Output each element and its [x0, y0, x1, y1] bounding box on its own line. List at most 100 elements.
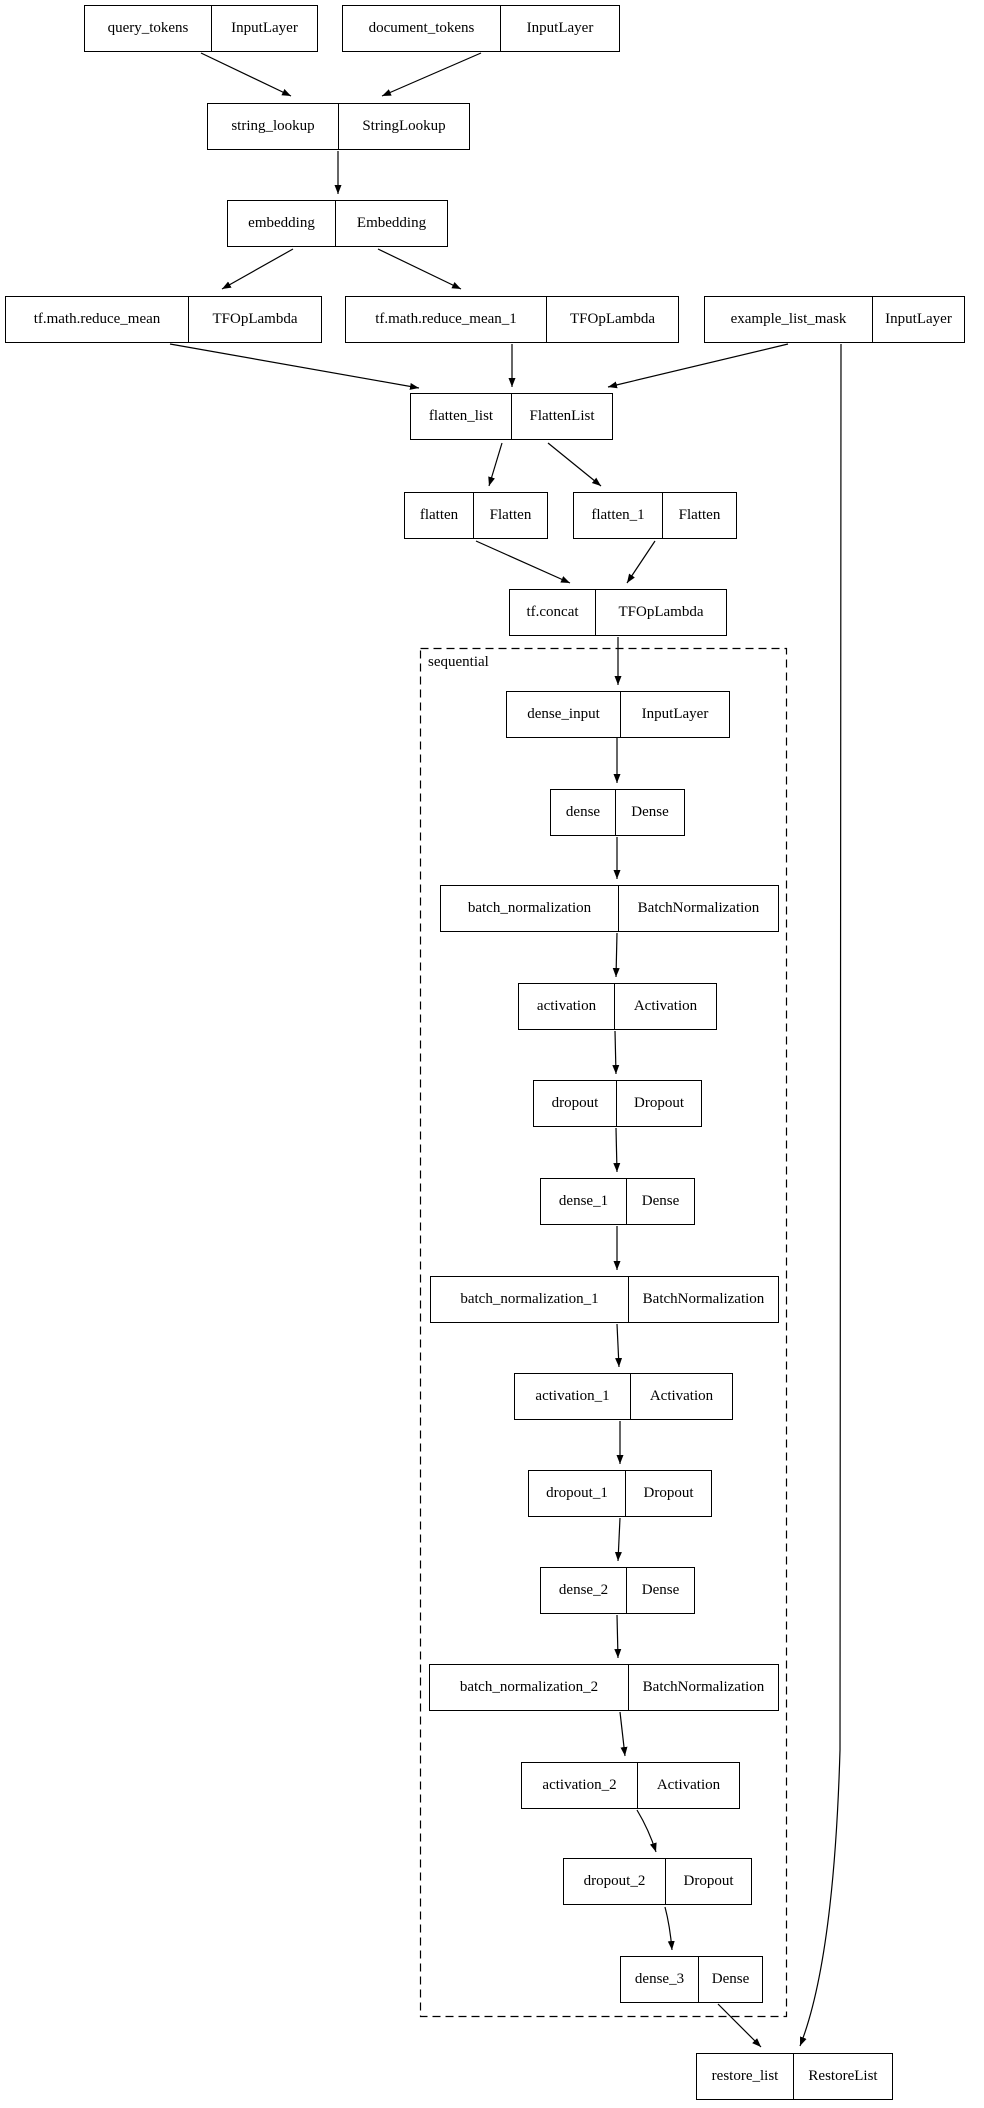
node-type: Activation	[633, 998, 698, 1014]
edge-flatten_list-flatten_1	[547, 442, 602, 487]
edge-flatten-tf.concat	[475, 540, 571, 584]
node-document_tokens: document_tokens InputLayer	[342, 5, 620, 52]
node-type: Dropout	[634, 1095, 684, 1111]
node-batch_normalization_1: batch_normalization_1 BatchNormalization	[430, 1276, 779, 1323]
edge-activation-dropout	[612, 1030, 620, 1075]
node-type: InputLayer	[526, 20, 594, 36]
edge-batch_normalization_1-activation_1	[615, 1323, 623, 1368]
node-type: StringLookup	[362, 118, 446, 134]
node-label: query_tokens	[85, 6, 212, 51]
node-label: flatten	[405, 493, 474, 538]
node-type: TFOpLambda	[618, 604, 704, 620]
node-dense_2: dense_2 Dense	[540, 1567, 695, 1614]
node-type: InputLayer	[641, 706, 709, 722]
node-embedding: embedding Embedding	[227, 200, 448, 247]
edge-dropout_1-dense_2	[614, 1517, 622, 1562]
node-label: batch_normalization_2	[430, 1665, 629, 1710]
node-label: dense	[551, 790, 616, 835]
node-label: dense_3	[621, 1957, 699, 2002]
node-type: Dense	[711, 1971, 750, 1987]
edge-flatten_1-tf.concat	[626, 540, 656, 584]
node-type: RestoreList	[808, 2068, 878, 2084]
node-label: batch_normalization_1	[431, 1277, 629, 1322]
node-type: FlattenList	[529, 408, 595, 424]
node-type: Flatten	[678, 507, 721, 523]
node-flatten_list: flatten_list FlattenList	[410, 393, 613, 440]
sequential-cluster-label: sequential	[428, 654, 489, 670]
node-activation_2: activation_2 Activation	[521, 1762, 740, 1809]
node-tf.math.reduce_mean_1: tf.math.reduce_mean_1 TFOpLambda	[345, 296, 679, 343]
edge-dense_3-restore_list	[717, 2003, 762, 2048]
node-type: Activation	[656, 1777, 721, 1793]
node-string_lookup: string_lookup StringLookup	[207, 103, 470, 150]
node-batch_normalization: batch_normalization BatchNormalization	[440, 885, 779, 932]
edge-batch_normalization_2-activation_2	[619, 1711, 628, 1757]
node-dropout: dropout Dropout	[533, 1080, 702, 1127]
node-dense_input: dense_input InputLayer	[506, 691, 730, 738]
node-dropout_1: dropout_1 Dropout	[528, 1470, 712, 1517]
node-flatten: flatten Flatten	[404, 492, 548, 539]
node-restore_list: restore_list RestoreList	[696, 2053, 893, 2100]
node-tf.concat: tf.concat TFOpLambda	[509, 589, 727, 636]
node-dense_3: dense_3 Dense	[620, 1956, 763, 2003]
node-label: embedding	[228, 201, 336, 246]
node-type: Embedding	[356, 215, 427, 231]
node-type: Activation	[649, 1388, 714, 1404]
node-label: dropout_1	[529, 1471, 626, 1516]
edge-dropout_2-dense_3	[664, 1906, 675, 1951]
node-type: Dense	[631, 804, 669, 820]
node-type: TFOpLambda	[570, 311, 655, 327]
node-label: dropout_2	[564, 1859, 666, 1904]
edge-dropout-dense_1	[613, 1127, 621, 1173]
node-dense_1: dense_1 Dense	[540, 1178, 695, 1225]
node-type: BatchNormalization	[642, 1679, 765, 1695]
node-label: tf.concat	[510, 590, 596, 635]
node-type: Dropout	[643, 1485, 694, 1501]
node-activation_1: activation_1 Activation	[514, 1373, 733, 1420]
node-label: activation_1	[515, 1374, 631, 1419]
node-activation: activation Activation	[518, 983, 717, 1030]
node-type: Dense	[641, 1582, 680, 1598]
node-label: flatten_1	[574, 493, 663, 538]
node-label: dense_1	[541, 1179, 627, 1224]
node-type: Dropout	[683, 1873, 734, 1889]
node-type: Dense	[641, 1193, 680, 1209]
node-example_list_mask: example_list_mask InputLayer	[704, 296, 965, 343]
node-label: dropout	[534, 1081, 617, 1126]
node-label: tf.math.reduce_mean	[6, 297, 189, 342]
node-type: TFOpLambda	[212, 311, 298, 327]
node-type: InputLayer	[231, 20, 298, 36]
edge-batch_normalization-activation	[612, 932, 620, 978]
node-label: dense_input	[507, 692, 621, 737]
node-type: InputLayer	[885, 311, 952, 327]
node-label: activation	[519, 984, 615, 1029]
node-dense: dense Dense	[550, 789, 685, 836]
edge-query_tokens-string_lookup	[200, 52, 292, 97]
node-label: example_list_mask	[705, 297, 873, 342]
edge-document_tokens-string_lookup	[381, 52, 482, 97]
node-label: restore_list	[697, 2054, 794, 2099]
node-label: string_lookup	[208, 104, 339, 149]
node-type: BatchNormalization	[642, 1291, 765, 1307]
node-label: activation_2	[522, 1763, 638, 1808]
edge-embedding-reduce_mean_1	[377, 248, 462, 290]
edge-example_list_mask-restore_list	[799, 343, 842, 2047]
node-batch_normalization_2: batch_normalization_2 BatchNormalization	[429, 1664, 779, 1711]
edge-activation_2-dropout_2	[636, 1809, 657, 1853]
node-type: Flatten	[489, 507, 532, 523]
node-type: BatchNormalization	[637, 900, 760, 916]
node-query_tokens: query_tokens InputLayer	[84, 5, 318, 52]
edge-reduce_mean-flatten_list	[169, 343, 420, 390]
node-label: flatten_list	[411, 394, 512, 439]
node-tf.math.reduce_mean: tf.math.reduce_mean TFOpLambda	[5, 296, 322, 343]
edge-dense_2-batch_normalization_2	[614, 1614, 622, 1659]
node-dropout_2: dropout_2 Dropout	[563, 1858, 752, 1905]
node-label: tf.math.reduce_mean_1	[346, 297, 547, 342]
node-label: document_tokens	[343, 6, 501, 51]
node-label: dense_2	[541, 1568, 627, 1613]
edge-embedding-reduce_mean	[221, 248, 294, 290]
sequential-cluster-border	[419, 647, 788, 2018]
node-flatten_1: flatten_1 Flatten	[573, 492, 737, 539]
node-label: batch_normalization	[441, 886, 619, 931]
